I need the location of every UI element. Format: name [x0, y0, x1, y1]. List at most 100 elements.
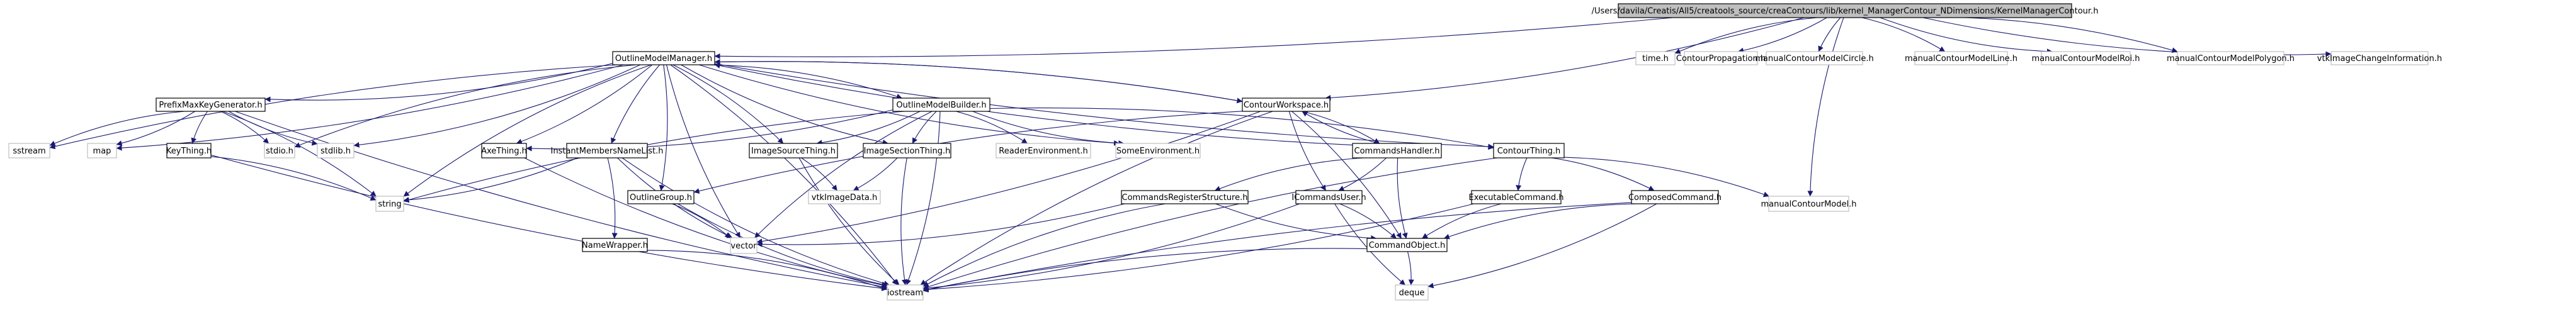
node-prefixmaxkeygenerator-box — [156, 97, 266, 112]
node-imagesectionthing-box — [863, 143, 951, 158]
edge-axething-to-iostream — [524, 157, 888, 288]
node-string-box — [375, 196, 404, 212]
edge-prefixmaxkeygenerator-to-stdio — [220, 111, 270, 144]
edge-outlinegroup-to-vector — [672, 203, 731, 238]
edge-outlinemodelbuilder-to-contourthing — [989, 108, 1494, 150]
node-contourpropagation[interactable]: ContourPropagation.h — [1676, 51, 1766, 65]
node-iostream-label: iostream — [887, 289, 923, 298]
node-contourpropagation-box — [1684, 51, 1758, 65]
node-mcmroi[interactable]: manualContourModelRoi.h — [2031, 51, 2140, 65]
node-vtkimagedata[interactable]: vtkImageData.h — [808, 190, 881, 204]
node-vtkimagechangeinformation-label: vtkImageChangeInformation.h — [2317, 54, 2442, 64]
node-contourthing-label: ContourThing.h — [1497, 147, 1561, 156]
node-readerenvironment[interactable]: ReaderEnvironment.h — [996, 143, 1091, 158]
node-sstream[interactable]: sstream — [8, 143, 50, 158]
node-composedcommand[interactable]: ComposedCommand.h — [1628, 190, 1722, 204]
node-someenvironment[interactable]: SomeEnvironment.h — [1115, 143, 1201, 158]
edge-outlinemodelbuilder-to-readerenvironment — [956, 111, 1028, 144]
edge-commandshandler-to-commandobject — [1397, 157, 1408, 239]
node-commandsregisterstructure-label: CommandsRegisterStructure.h — [1122, 193, 1248, 203]
edge-commandsregisterstructure-to-vector — [756, 203, 1125, 247]
node-imagesourcething[interactable]: ImageSourceThing.h — [749, 143, 838, 158]
node-time-label: time.h — [1642, 54, 1669, 64]
node-namewrapper[interactable]: NameWrapper.h — [582, 238, 648, 252]
node-stdio-label: stdio.h — [266, 147, 293, 156]
node-root-box — [1618, 3, 2072, 18]
edge-root-to-mcmcircle — [1818, 17, 1841, 52]
node-outlinemodelmanager-box — [612, 51, 715, 65]
node-commandsregisterstructure[interactable]: CommandsRegisterStructure.h — [1121, 190, 1249, 204]
node-deque[interactable]: deque — [1395, 284, 1429, 301]
edge-outlinemodelmanager-to-stdio — [294, 64, 637, 148]
node-manualcontourmodel[interactable]: manualContourModel.h — [1761, 196, 1857, 212]
node-instantmembersnamelist[interactable]: InstantMembersNameList.h — [551, 143, 664, 158]
node-mcmpolygon[interactable]: manualContourModelPolygon.h — [2167, 51, 2295, 65]
node-executablecommand-label: ExecutableCommand.h — [1468, 193, 1563, 203]
edge-prefixmaxkeygenerator-to-keything — [191, 111, 208, 144]
node-stdlib-box — [317, 143, 355, 158]
edge-outlinemodelmanager-to-prefixmaxkeygenerator — [264, 63, 613, 103]
node-mcmroi-label: manualContourModelRoi.h — [2031, 54, 2140, 64]
node-outlinegroup-box — [627, 190, 695, 204]
node-stdlib-label: stdlib.h — [321, 147, 351, 156]
node-outlinegroup[interactable]: OutlineGroup.h — [627, 190, 695, 204]
node-imagesectionthing[interactable]: ImageSectionThing.h — [863, 143, 951, 158]
node-composedcommand-label: ComposedCommand.h — [1628, 193, 1722, 203]
edge-root-to-mcmline — [1861, 17, 1946, 52]
node-commandobject[interactable]: CommandObject.h — [1366, 238, 1448, 252]
edge-root-to-vtkimagechangeinformation — [1922, 17, 2332, 57]
node-mcmline-label: manualContourModelLine.h — [1905, 54, 2017, 64]
edge-imagesourcething-to-iostream — [798, 157, 900, 286]
edge-outlinemodelmanager-to-contourthing — [714, 63, 1494, 150]
node-executablecommand[interactable]: ExecutableCommand.h — [1468, 190, 1564, 204]
node-time-box — [1635, 51, 1676, 65]
node-vector[interactable]: vector — [730, 237, 757, 254]
edge-outlinemodelbuilder-to-someenvironment — [972, 111, 1125, 147]
node-contourworkspace-label: ContourWorkspace.h — [1244, 101, 1329, 110]
node-icommandsuser[interactable]: ICommandsUser.h — [1291, 190, 1366, 204]
edge-contourworkspace-to-vector — [756, 111, 1261, 245]
node-outlinemodelbuilder[interactable]: OutlineModelBuilder.h — [892, 97, 990, 112]
node-stdlib[interactable]: stdlib.h — [317, 143, 355, 158]
node-instantmembersnamelist-box — [566, 143, 648, 158]
edge-contourworkspace-to-commandobject — [1291, 111, 1402, 239]
node-mcmline[interactable]: manualContourModelLine.h — [1905, 51, 2017, 65]
node-stdio[interactable]: stdio.h — [264, 143, 295, 158]
node-contourworkspace-box — [1242, 97, 1331, 112]
node-contourworkspace[interactable]: ContourWorkspace.h — [1242, 97, 1331, 112]
node-imagesectionthing-label: ImageSectionThing.h — [864, 147, 951, 156]
node-outlinemodelmanager[interactable]: OutlineModelManager.h — [612, 51, 715, 65]
edge-outlinemodelmanager-to-outlinegroup — [659, 64, 668, 191]
edge-outlinemodelmanager-to-iostream — [670, 64, 898, 286]
node-string-label: string — [378, 200, 401, 209]
node-map-label: map — [93, 147, 111, 156]
node-contourthing[interactable]: ContourThing.h — [1493, 143, 1565, 158]
node-readerenvironment-box — [996, 143, 1091, 158]
node-keything[interactable]: KeyThing.h — [166, 143, 212, 158]
node-time[interactable]: time.h — [1635, 51, 1676, 65]
edge-instantmembersnamelist-to-namewrapper — [607, 157, 618, 239]
node-axething-box — [481, 143, 527, 158]
node-icommandsuser-label: ICommandsUser.h — [1291, 193, 1366, 203]
edge-contourthing-to-iostream — [922, 157, 1497, 290]
node-map[interactable]: map — [87, 143, 117, 158]
node-sstream-box — [8, 143, 50, 158]
node-prefixmaxkeygenerator[interactable]: PrefixMaxKeyGenerator.h — [156, 97, 266, 112]
node-mcmcircle[interactable]: manualContourModelCircle.h — [1755, 51, 1874, 65]
node-namewrapper-label: NameWrapper.h — [582, 241, 648, 250]
node-mcmpolygon-label: manualContourModelPolygon.h — [2167, 54, 2295, 64]
edge-root-to-contourpropagation — [1737, 17, 1827, 53]
edge-contourworkspace-to-outlinegroup — [693, 111, 1243, 194]
node-namewrapper-box — [582, 238, 648, 252]
node-string[interactable]: string — [375, 196, 404, 212]
node-prefixmaxkeygenerator-label: PrefixMaxKeyGenerator.h — [159, 101, 262, 110]
edge-composedcommand-to-deque — [1427, 203, 1657, 289]
node-commandshandler[interactable]: CommandsHandler.h — [1352, 143, 1442, 158]
node-root[interactable]: /Users/davila/Creatis/All5/creatools_sou… — [1592, 3, 2099, 18]
node-axething[interactable]: AxeThing.h — [481, 143, 527, 158]
edge-outlinegroup-to-iostream — [678, 203, 888, 287]
node-iostream[interactable]: iostream — [887, 284, 924, 301]
edge-contourthing-to-executablecommand — [1516, 157, 1528, 191]
node-vtkimagechangeinformation[interactable]: vtkImageChangeInformation.h — [2317, 51, 2442, 65]
